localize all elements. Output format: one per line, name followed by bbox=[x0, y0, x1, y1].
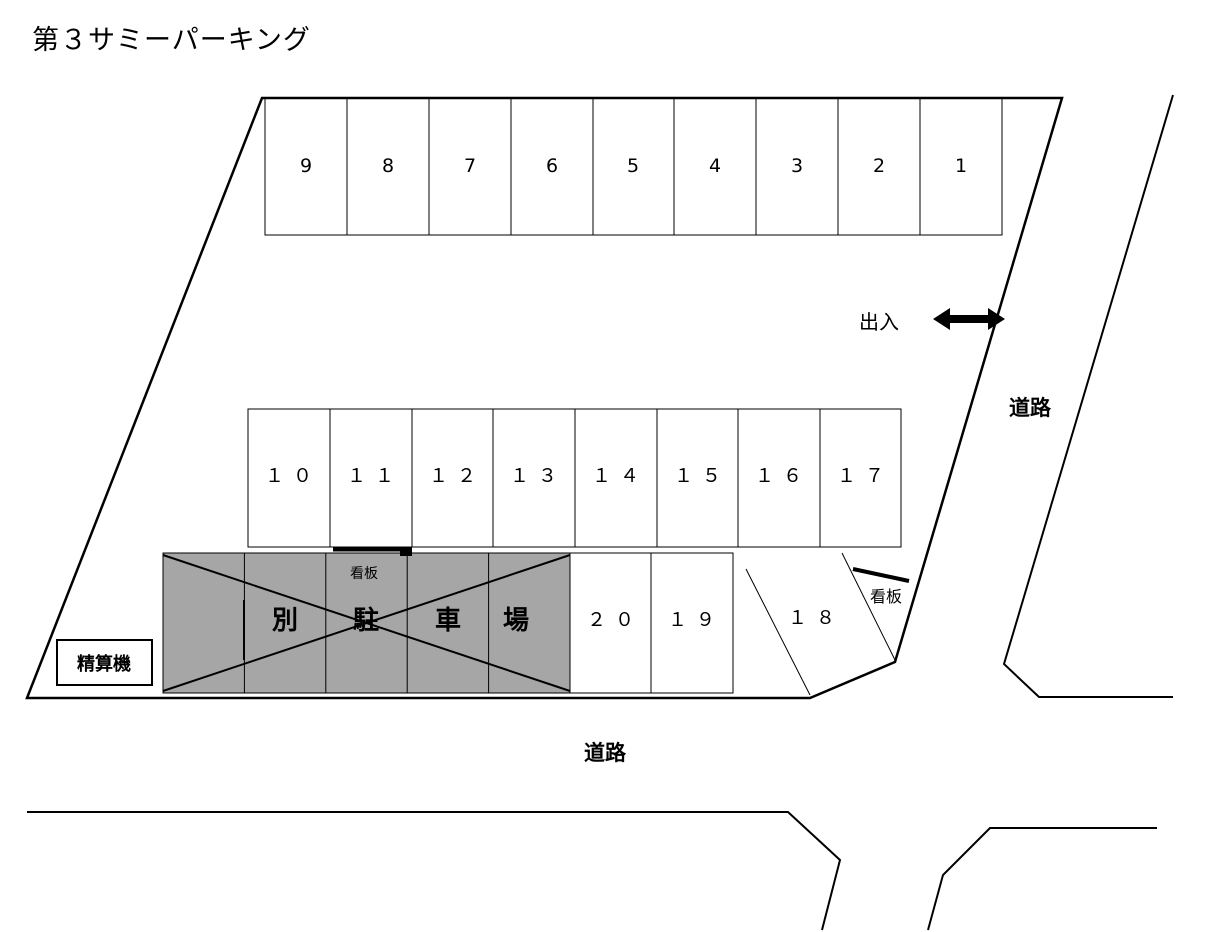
cross-line-2 bbox=[162, 554, 571, 692]
payment-machine-box bbox=[56, 639, 153, 686]
other-lot-char: 車 bbox=[435, 606, 461, 636]
space-number: １０ bbox=[265, 465, 321, 487]
entrance-label: 出入 bbox=[859, 310, 899, 334]
space-number: １７ bbox=[837, 465, 893, 487]
space-number: 2 bbox=[873, 155, 885, 177]
space-number: １８ bbox=[788, 607, 844, 629]
space-number: 9 bbox=[300, 155, 312, 177]
space-number: １４ bbox=[592, 465, 648, 487]
middle-row bbox=[247, 408, 902, 548]
space-number: ２０ bbox=[587, 609, 643, 631]
space-number: 8 bbox=[382, 155, 394, 177]
entrance-arrow-icon bbox=[933, 308, 1005, 330]
space-number: 3 bbox=[791, 155, 803, 177]
space-number: 6 bbox=[546, 155, 558, 177]
page-title: 第３サミーパーキング bbox=[32, 25, 311, 56]
other-lot-char: 場 bbox=[503, 606, 529, 636]
space-number: 5 bbox=[627, 155, 639, 177]
space-number: １３ bbox=[510, 465, 566, 487]
road-east-label: 道路 bbox=[1009, 396, 1052, 420]
angled-space bbox=[745, 552, 896, 696]
space-number: 7 bbox=[464, 155, 476, 177]
space-number: 1 bbox=[955, 155, 967, 177]
space-number: 4 bbox=[709, 155, 721, 177]
payment-machine-label: 精算機 bbox=[77, 653, 131, 675]
space-number: １１ bbox=[347, 465, 403, 487]
sign-post bbox=[400, 549, 412, 556]
other-lot-char: 駐 bbox=[353, 606, 379, 636]
space-number: １２ bbox=[429, 465, 485, 487]
space-number: １９ bbox=[668, 609, 724, 631]
space-number: １５ bbox=[674, 465, 730, 487]
sign-label-2: 看板 bbox=[870, 587, 902, 606]
other-lot-char: 別 bbox=[272, 606, 298, 636]
bottom-row bbox=[569, 552, 734, 694]
south-road-edge bbox=[27, 811, 1157, 931]
top-row bbox=[264, 97, 1003, 236]
east-road bbox=[1002, 94, 1174, 698]
space-number: １６ bbox=[755, 465, 811, 487]
road-south-label: 道路 bbox=[584, 741, 627, 765]
sign-label: 看板 bbox=[350, 566, 378, 582]
sign-bar-2 bbox=[852, 567, 910, 583]
